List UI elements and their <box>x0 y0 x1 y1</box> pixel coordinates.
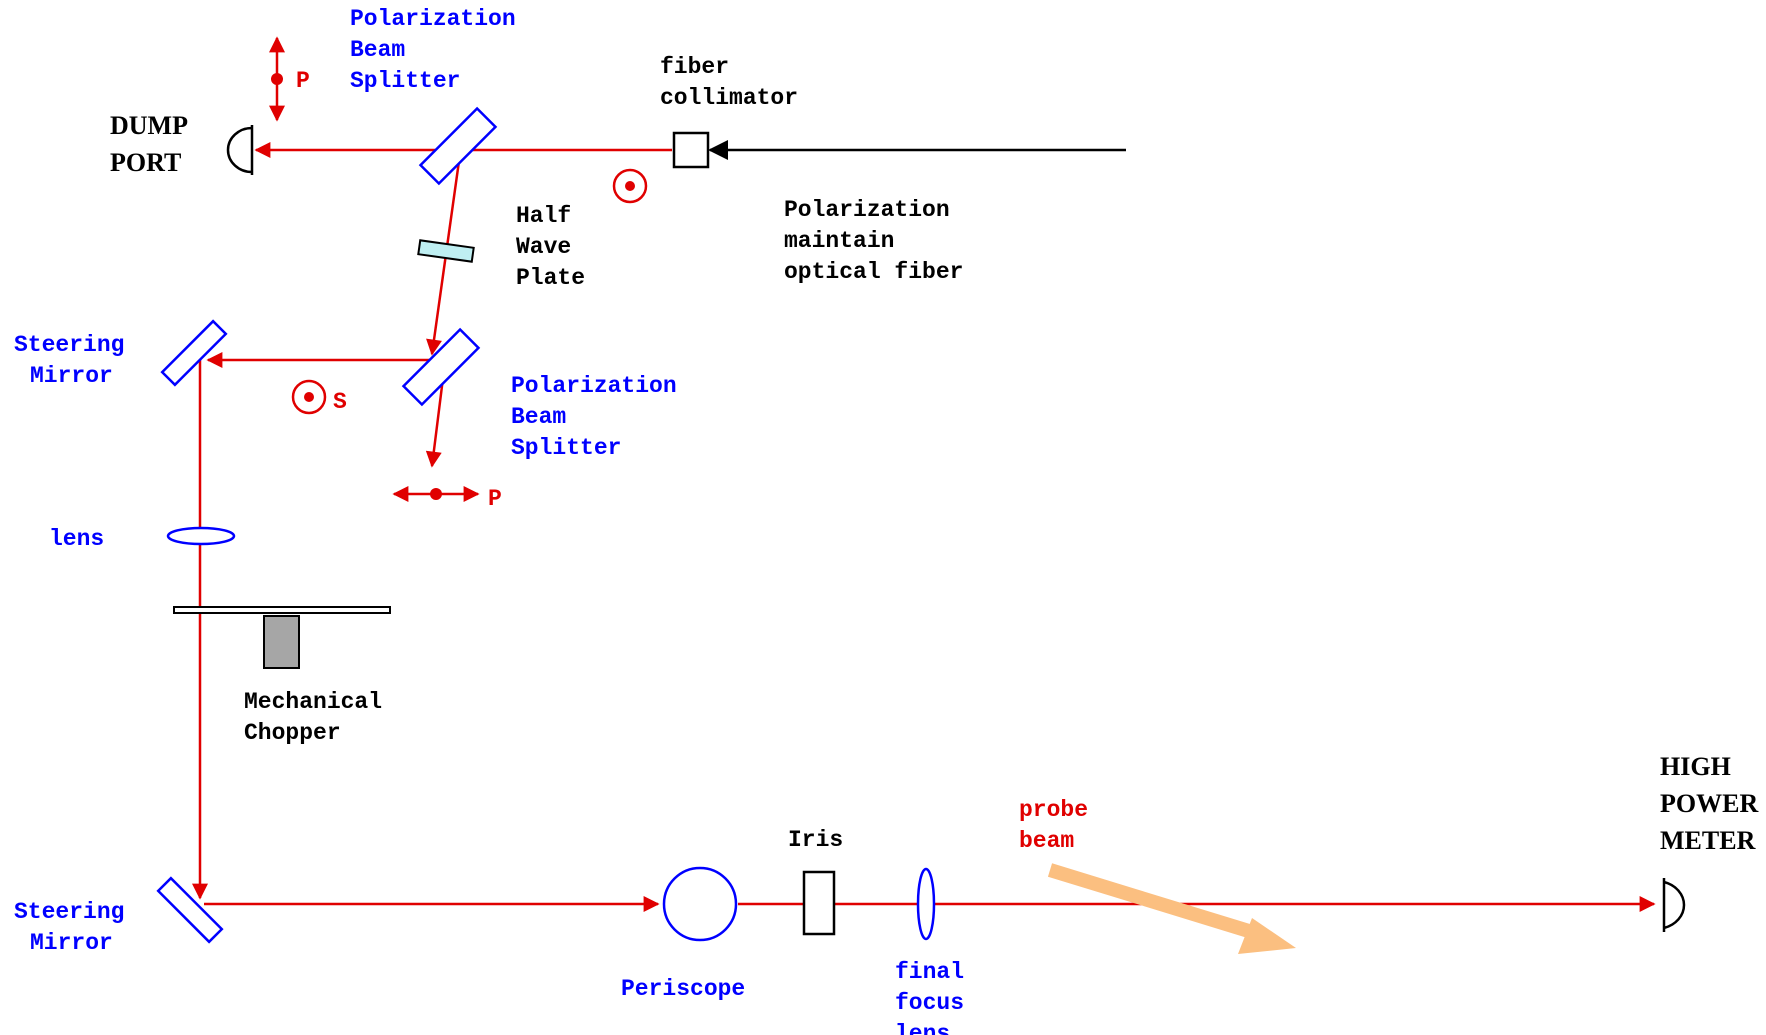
pbs-mid-label: Polarization Beam Splitter <box>511 373 690 461</box>
high-power-meter-detector <box>1662 878 1686 932</box>
fiber-collimator-label: fiber collimator <box>660 54 798 111</box>
lens-component <box>166 526 236 546</box>
iris-label: Iris <box>788 827 843 853</box>
probe-beam-arrow <box>1047 863 1296 954</box>
steering-mirror-top-component <box>160 319 228 387</box>
mechanical-chopper-component <box>173 606 391 669</box>
lens-label: lens <box>49 526 104 552</box>
dump-port-label: DUMP PORT <box>110 111 193 177</box>
pol-p-mid-symbol <box>392 486 480 502</box>
half-wave-plate-label: Half Wave Plate <box>516 203 585 291</box>
steering-mirror-bottom-label: Steering Mirror <box>14 899 138 956</box>
pm-fiber-label: Polarization maintain optical fiber <box>784 197 963 285</box>
pol-p-mid-label: P <box>488 486 502 512</box>
steering-mirror-bottom-component <box>156 876 224 944</box>
fiber-collimator-box <box>672 131 710 169</box>
periscope-component <box>662 866 738 942</box>
high-power-meter-label: HIGH POWER METER <box>1660 752 1765 855</box>
dump-port-detector <box>226 125 254 175</box>
pol-s-collimator-symbol <box>612 168 648 204</box>
steering-mirror-top-label: Steering Mirror <box>14 332 138 389</box>
mechanical-chopper-label: Mechanical Chopper <box>244 689 396 746</box>
pol-s-label: S <box>333 389 347 415</box>
final-focus-lens-component <box>916 867 936 941</box>
probe-beam-label: probe beam <box>1019 797 1102 854</box>
half-wave-plate-component <box>417 239 475 263</box>
pol-p-top-label: P <box>296 68 310 94</box>
final-focus-lens-label: final focus lens <box>895 959 978 1035</box>
iris-component <box>802 870 836 936</box>
periscope-label: Periscope <box>621 976 745 1002</box>
pol-p-top-symbol <box>269 36 285 122</box>
pol-s-symbol <box>291 379 327 415</box>
pbs-top-component <box>418 106 498 186</box>
pbs-top-label: Polarization Beam Splitter <box>350 6 529 94</box>
pbs-mid-component <box>401 327 481 407</box>
